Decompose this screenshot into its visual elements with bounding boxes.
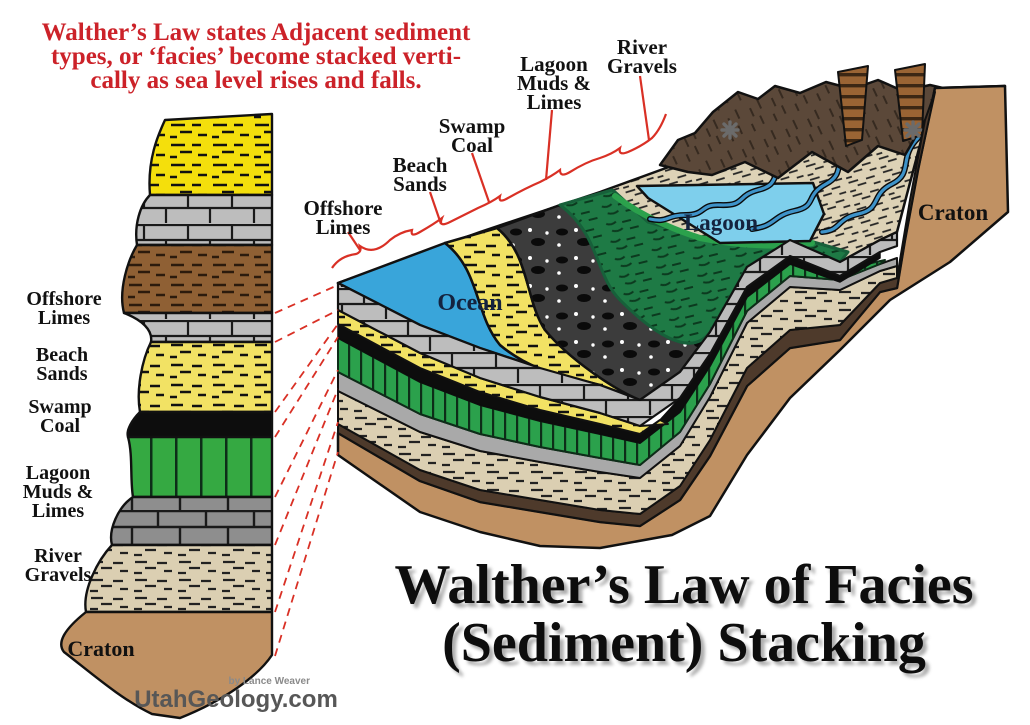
block-label-river-gravels: River Gravels <box>607 35 677 78</box>
svg-text:Limes: Limes <box>32 500 84 522</box>
note-line-2: types, or ‘facies’ become stacked verti- <box>51 43 461 70</box>
block-label-swamp-coal: Swamp Coal <box>439 114 506 157</box>
block-label-beach-sands: Beach Sands <box>393 153 448 196</box>
svg-text:Coal: Coal <box>40 415 80 437</box>
col-label-beach-sands: Beach Sands <box>36 344 88 385</box>
svg-text:Gravels: Gravels <box>25 564 92 586</box>
lagoon-muds-strip <box>558 188 850 345</box>
svg-text:Swamp: Swamp <box>28 396 91 418</box>
svg-text:Sands: Sands <box>36 363 87 385</box>
col-label-river-gravels: River Gravels <box>25 545 92 586</box>
upper-limestone-band <box>336 230 899 428</box>
red-annotations <box>274 75 668 657</box>
craton-label: Craton <box>918 200 988 225</box>
col-brown-soil <box>120 243 274 315</box>
svg-text:Swamp: Swamp <box>439 114 506 138</box>
ocean-label: Ocean <box>437 290 502 316</box>
svg-text:Sands: Sands <box>393 172 447 196</box>
block-label-lagoon-muds: Lagoon Muds & Limes <box>517 52 591 114</box>
svg-text:Beach: Beach <box>393 153 448 177</box>
svg-text:Limes: Limes <box>38 307 90 329</box>
svg-text:(Sediment) Stacking: (Sediment) Stacking <box>446 616 930 678</box>
col-label-offshore-limes: Offshore Limes <box>26 288 101 329</box>
col-lower-limes <box>109 495 274 547</box>
label-leaders <box>347 75 651 251</box>
col-beach-sands <box>137 340 274 414</box>
note-line-3: cally as sea level rises and falls. <box>90 67 421 94</box>
col-label-craton: Craton <box>67 636 134 661</box>
block-diagram <box>336 63 1010 550</box>
lagoon-label: Lagoon <box>684 210 758 235</box>
svg-text:Walther’s Law of Facies: Walther’s Law of Facies <box>398 558 977 620</box>
block-facies-labels: Offshore Limes Beach Sands Swamp Coal La… <box>304 35 677 239</box>
col-label-swamp-coal: Swamp Coal <box>28 396 91 437</box>
credit-byline: by Lance Weaver <box>228 676 310 687</box>
svg-text:Coal: Coal <box>451 133 493 157</box>
col-label-lagoon-muds: Lagoon Muds & Limes <box>23 462 94 522</box>
col-craton <box>60 610 274 720</box>
facies-trace-line <box>331 113 668 269</box>
svg-text:Offshore: Offshore <box>26 288 101 310</box>
lagoon-water <box>635 181 826 245</box>
col-river-gravels <box>84 543 274 614</box>
svg-text:River: River <box>34 545 82 567</box>
note-line-1: Walther’s Law states Adjacent sediment <box>42 19 471 46</box>
title-line-2: (Sediment) Stacking <box>442 612 926 674</box>
walthers-law-note: Walther’s Law states Adjacent sediment t… <box>42 19 471 94</box>
svg-text:Gravels: Gravels <box>607 54 677 78</box>
main-title: Walther’s Law of Facies (Sediment) Stack… <box>394 554 977 678</box>
strat-column <box>60 112 274 720</box>
col-limestone <box>135 193 274 247</box>
svg-text:Muds &: Muds & <box>23 481 94 503</box>
svg-text:Offshore: Offshore <box>304 196 383 220</box>
column-facies-labels: Offshore Limes Beach Sands Swamp Coal La… <box>23 288 135 661</box>
svg-text:Limes: Limes <box>316 215 371 239</box>
svg-text:Muds &: Muds & <box>517 71 591 95</box>
credit-site: UtahGeology.com <box>134 686 338 713</box>
title-line-1: Walther’s Law of Facies <box>394 554 973 616</box>
svg-text:Lagoon: Lagoon <box>26 462 90 484</box>
credit: by Lance Weaver UtahGeology.com <box>134 676 338 713</box>
col-lagoon-muds <box>126 435 274 499</box>
alluvial-fans <box>837 63 926 147</box>
svg-text:Lagoon: Lagoon <box>520 52 588 76</box>
svg-text:Beach: Beach <box>36 344 88 366</box>
col-swamp-coal <box>126 410 274 439</box>
svg-text:Limes: Limes <box>527 90 582 114</box>
col-offshore-limes <box>122 311 274 344</box>
block-label-offshore-limes: Offshore Limes <box>304 196 383 239</box>
svg-text:River: River <box>617 35 667 59</box>
col-yellow-sand <box>148 112 274 197</box>
correlation-lines <box>274 284 339 657</box>
